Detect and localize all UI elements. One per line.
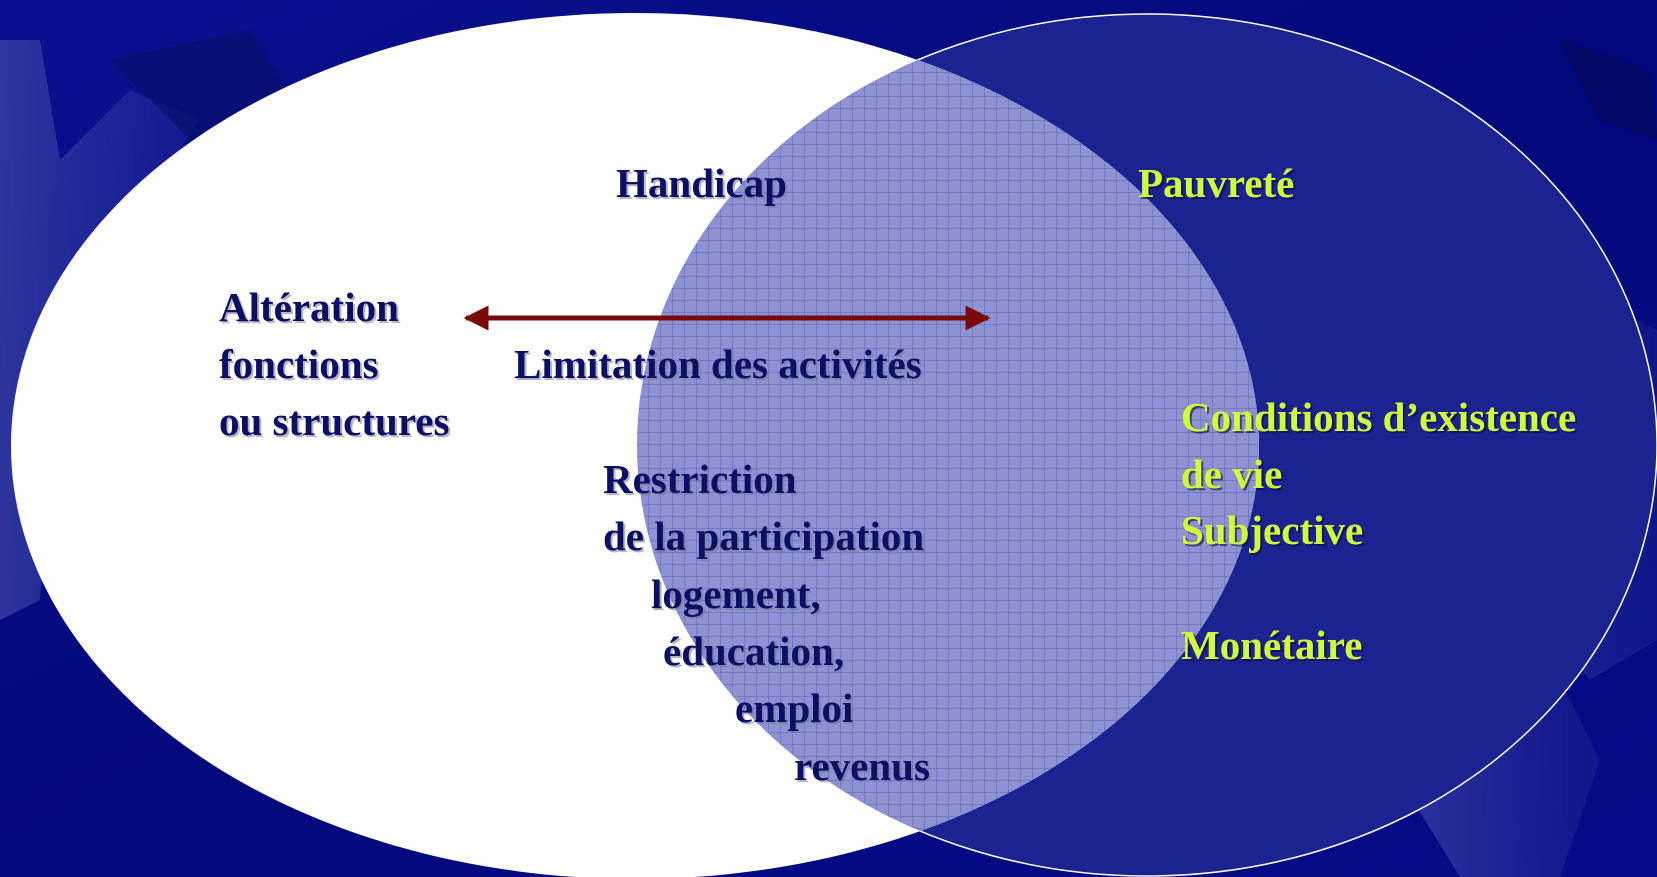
right-item-2: de vie <box>1181 451 1283 497</box>
impairment-line-1: Altération <box>219 284 399 330</box>
right-item-3: Subjective <box>1181 507 1364 553</box>
left-set-title: Handicap <box>616 160 787 206</box>
right-set-title: Pauvreté <box>1138 160 1295 206</box>
participation-line-2: de la participation <box>603 513 925 559</box>
participation-line-5: emploi <box>735 685 854 731</box>
participation-line-4: éducation, <box>663 628 845 674</box>
right-item-1: Conditions d’existence <box>1181 394 1577 440</box>
participation-line-3: logement, <box>651 571 821 617</box>
participation-line-6: revenus <box>794 743 930 789</box>
participation-line-1: Restriction <box>603 456 797 502</box>
impairment-line-2: fonctions <box>219 341 379 387</box>
overlap-region <box>637 14 1259 876</box>
activity-label: Limitation des activités <box>514 341 922 387</box>
impairment-line-3: ou structures <box>219 398 450 444</box>
right-item-4: Monétaire <box>1181 622 1363 668</box>
